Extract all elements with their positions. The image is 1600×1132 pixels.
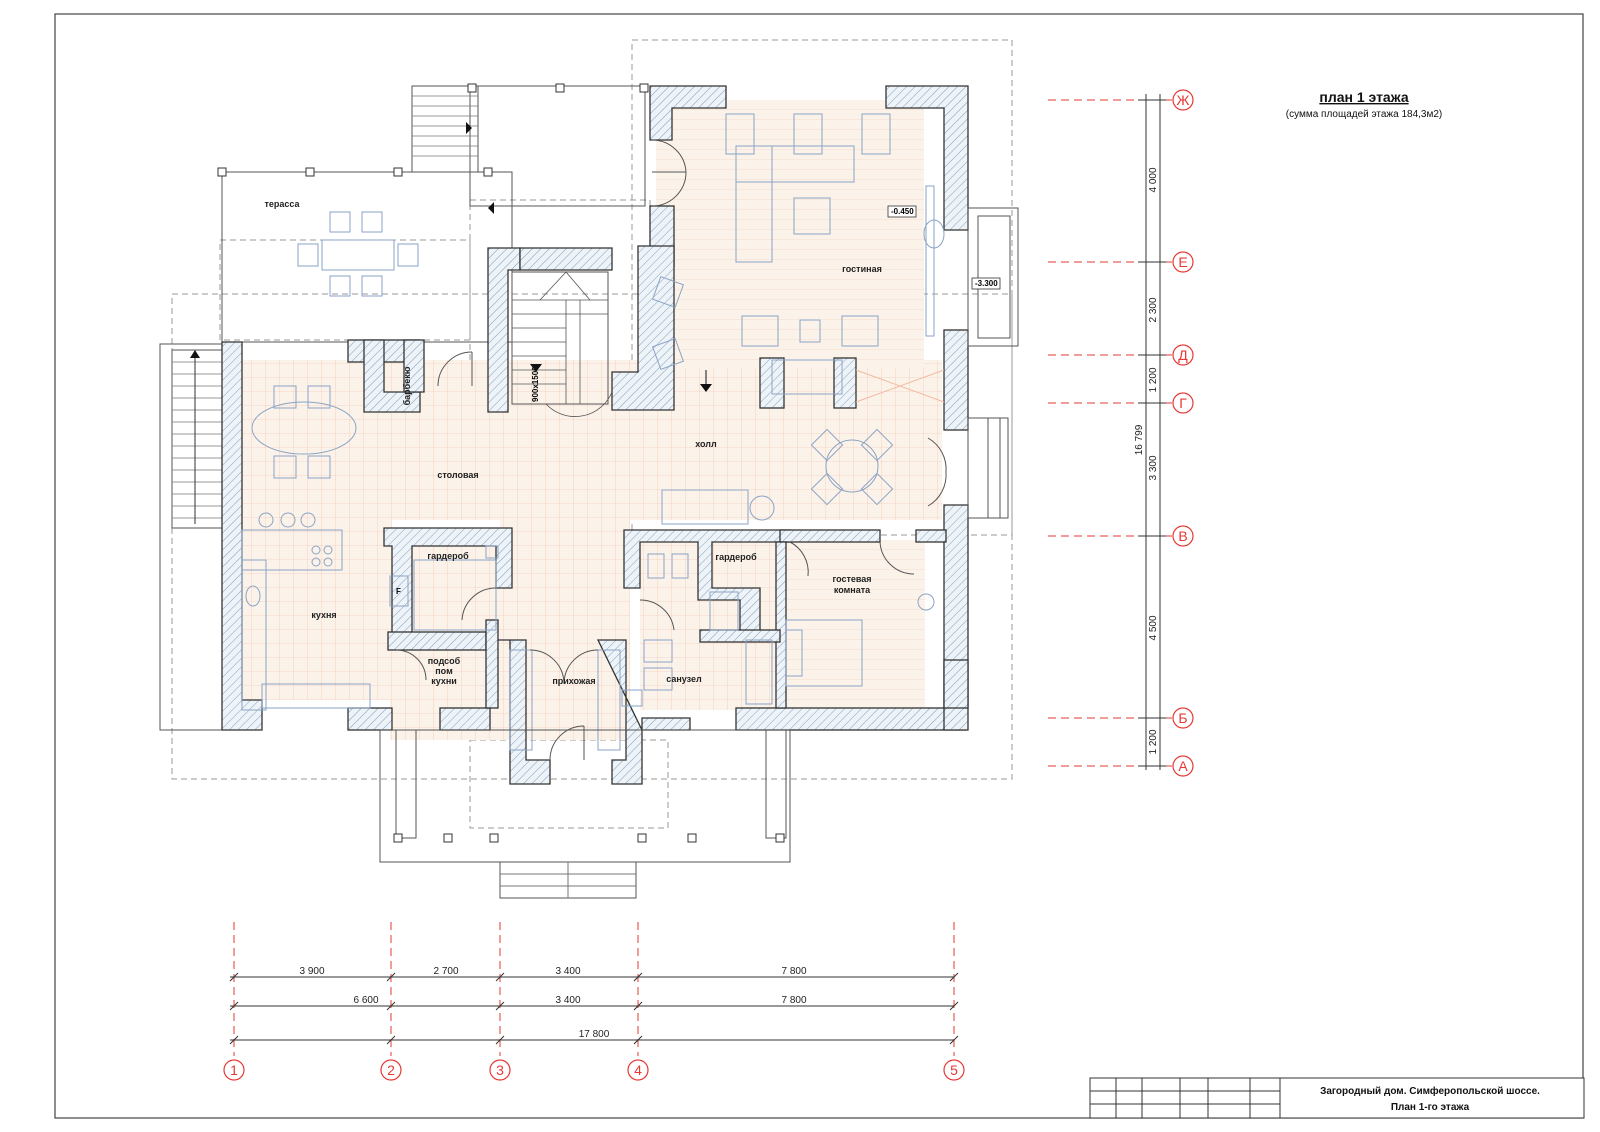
row-axis-label: А bbox=[1178, 758, 1188, 774]
row-axis-label: В bbox=[1178, 528, 1187, 544]
kitchen-furniture bbox=[241, 559, 409, 711]
hall-furniture bbox=[661, 428, 894, 525]
room-label-utility-3: кухни bbox=[431, 676, 457, 686]
row-axis-marker bbox=[1172, 89, 1194, 111]
column-axis-label: 3 bbox=[496, 1062, 504, 1078]
room-label-bathroom: санузел bbox=[666, 674, 702, 684]
row-axis-marker bbox=[1172, 707, 1194, 729]
vdim-4: 3 300 bbox=[1148, 455, 1159, 480]
hdim-r1-2: 2 700 bbox=[433, 966, 458, 977]
stamp-line-1: Загородный дом. Симферопольской шоссе. bbox=[1320, 1085, 1540, 1097]
vdim-6: 1 200 bbox=[1148, 729, 1159, 754]
guest-room-door bbox=[879, 541, 915, 575]
column-axis-label: 5 bbox=[950, 1062, 958, 1078]
room-label-utility-1: подсоб bbox=[428, 656, 461, 666]
row-axis-marker bbox=[1172, 525, 1194, 547]
row-axis-marker bbox=[1172, 755, 1194, 777]
row-axis-label: Е bbox=[1178, 254, 1187, 270]
guest-room-furniture bbox=[785, 593, 935, 687]
room-label-wardrobe-right: гардероб bbox=[715, 552, 757, 562]
hdim-r1-4: 7 800 bbox=[781, 966, 806, 977]
room-label-utility-2: пом bbox=[435, 666, 453, 676]
plan-title: план 1 этажа bbox=[1319, 89, 1408, 105]
hdim-r2-2: 3 400 bbox=[555, 995, 580, 1006]
horizontal-dimensions: 3 900 2 700 3 400 7 800 6 600 3 400 7 80… bbox=[230, 966, 954, 1041]
vdim-3: 1 200 bbox=[1148, 367, 1159, 392]
hdim-r2-3: 7 800 bbox=[781, 995, 806, 1006]
living-room-furniture bbox=[651, 113, 945, 395]
column-axis-label: 2 bbox=[387, 1062, 395, 1078]
entrance-doors bbox=[529, 649, 599, 761]
wardrobe-left-furniture bbox=[413, 545, 499, 631]
dining-furniture bbox=[241, 385, 357, 571]
hdim-r1-3: 3 400 bbox=[555, 966, 580, 977]
row-axis-marker bbox=[1172, 251, 1194, 273]
row-axis-label: Б bbox=[1178, 710, 1187, 726]
entrance-furniture bbox=[509, 649, 621, 751]
column-axis-marker bbox=[380, 1059, 402, 1081]
living-room-doors bbox=[651, 139, 947, 507]
room-label-hall: холл bbox=[695, 439, 717, 449]
room-label-guest-2: комната bbox=[834, 585, 871, 595]
column-axis-marker bbox=[489, 1059, 511, 1081]
row-axis-label: Д bbox=[1178, 347, 1188, 363]
plan-subtitle: (сумма площадей этажа 184,3м2) bbox=[1286, 109, 1443, 120]
row-axes: Ж Е Д Г В Б А bbox=[1048, 89, 1194, 777]
sheet-border bbox=[54, 13, 1584, 1119]
hdim-total: 17 800 bbox=[579, 1029, 610, 1040]
hdim-r2-1: 6 600 bbox=[353, 995, 378, 1006]
wardrobe-right-door bbox=[789, 541, 809, 577]
terrace: терасса bbox=[217, 83, 649, 343]
bathroom-door bbox=[639, 599, 675, 631]
column-axis-marker bbox=[627, 1059, 649, 1081]
vdim-total: 16 799 bbox=[1134, 424, 1145, 455]
row-axis-label: Г bbox=[1179, 395, 1187, 411]
hdim-r1-1: 3 900 bbox=[299, 966, 324, 977]
vertical-dimensions: 4 000 2 300 1 200 3 300 4 500 1 200 16 7… bbox=[1134, 94, 1161, 770]
bbq-door-swing bbox=[437, 351, 473, 387]
title-block: Загородный дом. Симферопольской шоссе. П… bbox=[1089, 1077, 1585, 1119]
row-axis-marker bbox=[1172, 392, 1194, 414]
vdim-5: 4 500 bbox=[1148, 615, 1159, 640]
level-mark-balcony: -3.300 bbox=[975, 279, 998, 288]
vdim-2: 2 300 bbox=[1148, 297, 1159, 322]
room-label-entrance: прихожая bbox=[552, 676, 595, 686]
column-axes: 1 2 3 4 5 bbox=[223, 922, 965, 1081]
room-label-kitchen: кухня bbox=[311, 610, 336, 620]
room-label-bbq: барбекю bbox=[402, 366, 412, 405]
row-axis-marker bbox=[1172, 344, 1194, 366]
room-label-dining: столовая bbox=[437, 470, 478, 480]
side-stair bbox=[159, 343, 223, 731]
balcony bbox=[967, 207, 1019, 519]
column-axis-marker bbox=[223, 1059, 245, 1081]
stair-note: 900x1500 bbox=[531, 366, 540, 402]
wardrobe-left-door bbox=[461, 587, 497, 621]
main-stair: 900x1500 bbox=[511, 271, 613, 417]
floors bbox=[242, 100, 942, 740]
room-label-living: гостиная bbox=[842, 264, 882, 274]
utility-door bbox=[395, 649, 427, 681]
room-label-guest-1: гостевая bbox=[832, 574, 871, 584]
column-axis-marker bbox=[943, 1059, 965, 1081]
fridge-mark: F bbox=[396, 587, 401, 596]
column-axis-label: 4 bbox=[634, 1062, 642, 1078]
walls bbox=[221, 85, 969, 785]
porch bbox=[379, 729, 791, 899]
row-axis-label: Ж bbox=[1177, 92, 1190, 108]
column-axis-label: 1 bbox=[230, 1062, 238, 1078]
room-label-wardrobe-left: гардероб bbox=[427, 551, 469, 561]
vdim-1: 4 000 bbox=[1148, 167, 1159, 192]
bathroom-furniture bbox=[621, 553, 773, 707]
room-label-terrace: терасса bbox=[264, 199, 300, 209]
level-mark-living: -0.450 bbox=[891, 207, 914, 216]
stamp-line-2: План 1-го этажа bbox=[1391, 1102, 1470, 1113]
